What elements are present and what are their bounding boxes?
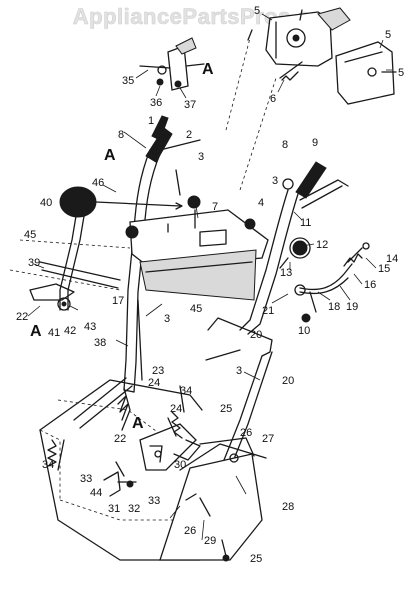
leader-lines	[27, 13, 392, 541]
callout-35: 35	[122, 75, 134, 87]
callout-a: A	[104, 147, 116, 164]
callout-5: 5	[385, 29, 391, 41]
callout-14: 14	[386, 253, 398, 265]
callout-26: 26	[184, 525, 196, 537]
callout-22: 22	[114, 433, 126, 445]
callout-7: 7	[212, 201, 218, 213]
callout-1: 1	[148, 115, 154, 127]
callout-26: 26	[240, 427, 252, 439]
bracket-assembly-5	[265, 7, 397, 105]
callout-16: 16	[364, 279, 376, 291]
callout-3: 3	[236, 365, 242, 377]
callout-3: 3	[164, 313, 170, 325]
callout-36: 36	[150, 97, 162, 109]
callout-34: 34	[42, 459, 54, 471]
callout-22: 22	[16, 311, 28, 323]
callout-a: A	[30, 323, 42, 340]
callout-19: 19	[346, 301, 358, 313]
callout-2: 2	[186, 129, 192, 141]
callout-25: 25	[250, 553, 262, 565]
shield-plate-28	[159, 437, 267, 562]
callout-15: 15	[378, 263, 390, 275]
callout-24: 24	[170, 403, 182, 415]
callout-3: 3	[272, 175, 278, 187]
callout-46: 46	[92, 177, 104, 189]
callout-45: 45	[24, 229, 36, 241]
callout-8: 8	[118, 129, 124, 141]
bracket-a-assembly	[139, 37, 205, 91]
callout-20: 20	[250, 329, 262, 341]
right-side-hardware	[279, 237, 370, 323]
callout-42: 42	[64, 325, 76, 337]
callout-3: 3	[198, 151, 204, 163]
callout-18: 18	[328, 301, 340, 313]
callout-11: 11	[300, 217, 311, 229]
callout-10: 10	[298, 325, 310, 337]
callout-a: A	[202, 61, 214, 78]
callout-34: 34	[180, 385, 192, 397]
callout-17: 17	[112, 295, 124, 307]
callout-38: 38	[94, 337, 106, 349]
callout-33: 33	[80, 473, 92, 485]
callout-a: A	[132, 415, 144, 432]
dash-panel-7	[125, 195, 269, 301]
callout-5: 5	[398, 67, 404, 79]
callout-39: 39	[28, 257, 40, 269]
callout-31: 31	[108, 503, 120, 515]
shift-lever-40	[29, 186, 183, 311]
callout-33: 33	[148, 495, 160, 507]
callout-5: 5	[254, 5, 260, 17]
callout-41: 41	[48, 327, 60, 339]
callout-32: 32	[128, 503, 140, 515]
right-handle-bar	[239, 161, 349, 335]
callout-8: 8	[282, 139, 288, 151]
callout-24: 24	[148, 377, 160, 389]
callout-45: 45	[190, 303, 202, 315]
callout-44: 44	[90, 487, 102, 499]
callout-43: 43	[84, 321, 96, 333]
callout-9: 9	[312, 137, 318, 149]
control-rods-3	[137, 29, 277, 381]
callout-21: 21	[262, 305, 274, 317]
linkage-rods-left	[9, 239, 131, 291]
callout-29: 29	[204, 535, 216, 547]
callout-25: 25	[220, 403, 232, 415]
callout-12: 12	[316, 239, 328, 251]
callout-28: 28	[282, 501, 294, 513]
callout-37: 37	[184, 99, 196, 111]
callout-23: 23	[152, 365, 164, 377]
callout-4: 4	[258, 197, 264, 209]
center-linkage	[103, 385, 201, 497]
callout-30: 30	[174, 459, 186, 471]
callout-6: 6	[270, 93, 276, 105]
callout-labels: 5 5 5 6 A 35 36 37 1 8 2 A 3 46 40 7 9 8…	[16, 5, 404, 565]
callout-20: 20	[282, 375, 294, 387]
callout-40: 40	[40, 197, 52, 209]
callout-27: 27	[262, 433, 274, 445]
callout-13: 13	[280, 267, 292, 279]
